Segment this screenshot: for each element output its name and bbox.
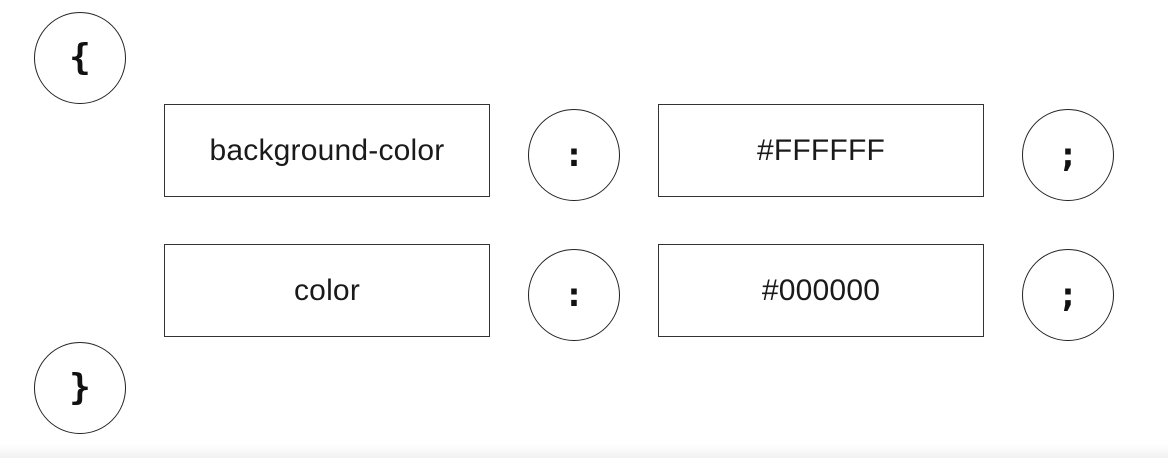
property-name: color: [293, 273, 361, 307]
close-brace-circle: }: [34, 342, 126, 434]
semicolon: ;: [1057, 275, 1079, 315]
semicolon: ;: [1057, 135, 1079, 175]
open-brace-circle: {: [34, 12, 126, 104]
property-box: color: [164, 244, 490, 337]
semicolon-circle: ;: [1022, 249, 1114, 341]
value-box: #FFFFFF: [658, 104, 984, 197]
property-value: #FFFFFF: [756, 133, 886, 167]
colon: :: [563, 275, 585, 315]
semicolon-circle: ;: [1022, 109, 1114, 201]
property-name: background-color: [209, 133, 445, 167]
open-brace: {: [69, 37, 91, 78]
close-brace: }: [69, 367, 91, 408]
property-box: background-color: [164, 104, 490, 197]
value-box: #000000: [658, 244, 984, 337]
property-value: #000000: [761, 273, 881, 307]
bottom-fade: [0, 444, 1168, 458]
colon-circle: :: [528, 109, 620, 201]
colon: :: [563, 135, 585, 175]
colon-circle: :: [528, 249, 620, 341]
